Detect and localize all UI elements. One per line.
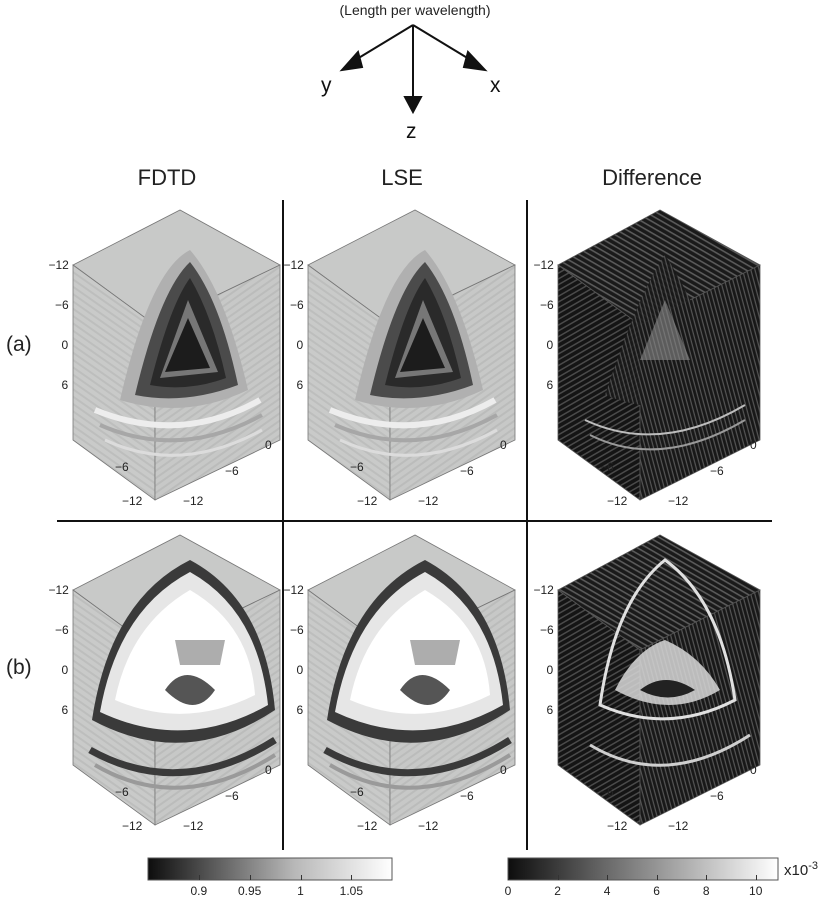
vertical-tick-label: −12 xyxy=(283,583,304,597)
vertical-tick-label: 6 xyxy=(61,378,69,392)
right-tick-label: −6 xyxy=(225,464,239,478)
vertical-tick-label: −6 xyxy=(290,623,304,637)
right-tick-label: −12 xyxy=(418,494,439,508)
vertical-tick-label: 0 xyxy=(61,338,69,352)
cube-difference-b xyxy=(556,533,762,827)
row-label-a: (a) xyxy=(6,333,32,356)
colorbar-tick-mark xyxy=(300,875,302,880)
multiplier-base: x10 xyxy=(784,862,809,879)
orientation-caption: (Length per wavelength) xyxy=(339,2,491,18)
vertical-tick-label: −12 xyxy=(533,258,554,272)
colorbar-tick-mark xyxy=(351,875,353,880)
vertical-tick-label: 0 xyxy=(61,663,69,677)
left-bottom-tick-label: −6 xyxy=(115,785,129,799)
colorbar-tick-mark xyxy=(508,875,509,880)
colorbar-tick-mark xyxy=(706,875,708,880)
vertical-tick-label: 6 xyxy=(61,703,69,717)
colorbar-field xyxy=(147,857,393,881)
y-axis-label: y xyxy=(321,74,332,97)
right-tick-label: −6 xyxy=(460,464,474,478)
colorbar-tick-mark xyxy=(198,875,200,880)
vertical-tick-label: −6 xyxy=(540,298,554,312)
vertical-tick-label: 6 xyxy=(546,703,554,717)
left-bottom-tick-label: −6 xyxy=(600,785,614,799)
right-tick-label: −12 xyxy=(668,494,689,508)
vertical-tick-label: −6 xyxy=(540,623,554,637)
vertical-tick-label: −12 xyxy=(48,583,69,597)
vertical-tick-label: 0 xyxy=(546,663,554,677)
vertical-tick-label: −6 xyxy=(55,298,69,312)
colorbar-tick-label: 6 xyxy=(653,884,660,898)
cube-fdtd-a xyxy=(73,210,280,500)
colorbar-tick-mark xyxy=(607,875,609,880)
colorbar-tick-mark xyxy=(656,875,658,880)
colorbar-tick-mark xyxy=(557,875,559,880)
right-tick-label: 0 xyxy=(750,438,757,452)
left-bottom-tick-label: −6 xyxy=(350,460,364,474)
multiplier-exponent: -3 xyxy=(808,860,818,872)
right-tick-label: 0 xyxy=(265,763,272,777)
colorbar-tick-label: 2 xyxy=(554,884,561,898)
colorbar-tick-label: 0 xyxy=(504,884,512,898)
column-title-fdtd: FDTD xyxy=(137,165,197,190)
right-tick-label: −12 xyxy=(668,819,689,833)
vertical-tick-label: 0 xyxy=(296,338,304,352)
right-tick-label: 0 xyxy=(500,763,507,777)
colorbar-difference-multiplier: x10-3 xyxy=(784,860,818,879)
right-tick-label: 0 xyxy=(500,438,507,452)
x-axis-label: x xyxy=(490,74,501,97)
colorbar-tick-mark xyxy=(249,875,251,880)
vertical-tick-label: −6 xyxy=(55,623,69,637)
right-tick-label: −6 xyxy=(460,789,474,803)
right-tick-label: −6 xyxy=(710,789,724,803)
cube-lse-a xyxy=(308,210,515,500)
vertical-tick-label: 0 xyxy=(296,663,304,677)
cube-lse-b xyxy=(308,535,515,825)
vertical-tick-label: 6 xyxy=(296,703,304,717)
left-bottom-tick-label: −12 xyxy=(122,819,143,833)
colorbar-tick-label: 0.95 xyxy=(237,884,262,898)
vertical-tick-label: 6 xyxy=(546,378,554,392)
colorbar-tick-label: 4 xyxy=(603,884,611,898)
vertical-tick-label: 0 xyxy=(546,338,554,352)
right-tick-label: −12 xyxy=(418,819,439,833)
right-tick-label: 0 xyxy=(750,763,757,777)
colorbar-tick-label: 1.05 xyxy=(339,884,364,898)
cube-fdtd-b xyxy=(73,535,280,825)
z-axis-label: z xyxy=(406,120,417,143)
right-tick-label: −6 xyxy=(710,464,724,478)
left-bottom-tick-label: −6 xyxy=(350,785,364,799)
colorbar-tick-label: 10 xyxy=(749,884,763,898)
right-tick-label: 0 xyxy=(265,438,272,452)
right-tick-label: −6 xyxy=(225,789,239,803)
column-title-lse: LSE xyxy=(381,165,423,190)
column-title-difference: Difference xyxy=(602,165,702,190)
vertical-tick-label: −6 xyxy=(290,298,304,312)
right-tick-label: −12 xyxy=(183,819,204,833)
right-tick-label: −12 xyxy=(183,494,204,508)
vertical-tick-label: 6 xyxy=(296,378,304,392)
colorbar-tick-mark xyxy=(755,875,757,880)
colorbar-tick-label: 0.9 xyxy=(190,884,208,898)
left-bottom-tick-label: −12 xyxy=(122,494,143,508)
vertical-tick-label: −12 xyxy=(283,258,304,272)
cube-difference-a xyxy=(557,209,761,501)
left-bottom-tick-label: −12 xyxy=(357,494,378,508)
vertical-tick-label: −12 xyxy=(48,258,69,272)
colorbar-difference xyxy=(507,857,779,881)
left-bottom-tick-label: −6 xyxy=(600,460,614,474)
left-bottom-tick-label: −12 xyxy=(607,819,628,833)
left-bottom-tick-label: −12 xyxy=(357,819,378,833)
colorbar-tick-label: 1 xyxy=(297,884,304,898)
left-bottom-tick-label: −12 xyxy=(607,494,628,508)
colorbar-tick-label: 8 xyxy=(702,884,710,898)
vertical-tick-label: −12 xyxy=(533,583,554,597)
row-label-b: (b) xyxy=(6,656,32,679)
left-bottom-tick-label: −6 xyxy=(115,460,129,474)
